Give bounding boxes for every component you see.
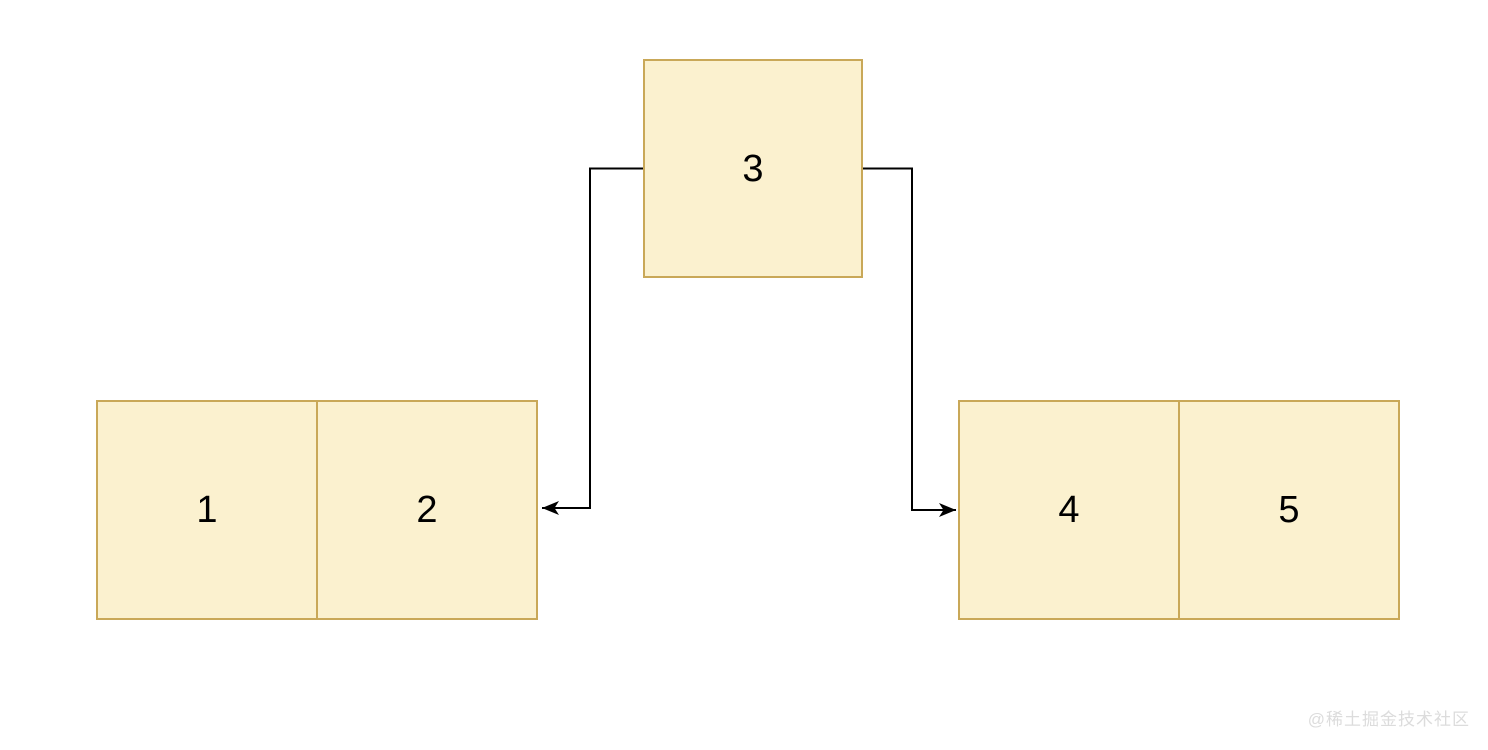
watermark: @稀土掘金技术社区 (1307, 710, 1470, 729)
node-right-pair: 4 5 (958, 400, 1400, 620)
edge-root-to-right-arrow (863, 167, 956, 517)
node-root-label: 3 (742, 147, 764, 190)
node-left-pair: 1 2 (96, 400, 538, 620)
node-right-cell-2-label: 5 (1278, 489, 1300, 531)
edge-root-to-left-arrow (542, 167, 643, 515)
node-left-cell-2-label: 2 (416, 489, 438, 531)
node-left-cell-1-label: 1 (196, 489, 218, 531)
node-root: 3 (643, 59, 863, 278)
node-left-cell-2: 2 (318, 402, 536, 618)
node-right-cell-1: 4 (960, 402, 1180, 618)
node-left-cell-1: 1 (98, 402, 318, 618)
node-right-cell-1-label: 4 (1058, 489, 1080, 531)
node-right-cell-2: 5 (1180, 402, 1398, 618)
